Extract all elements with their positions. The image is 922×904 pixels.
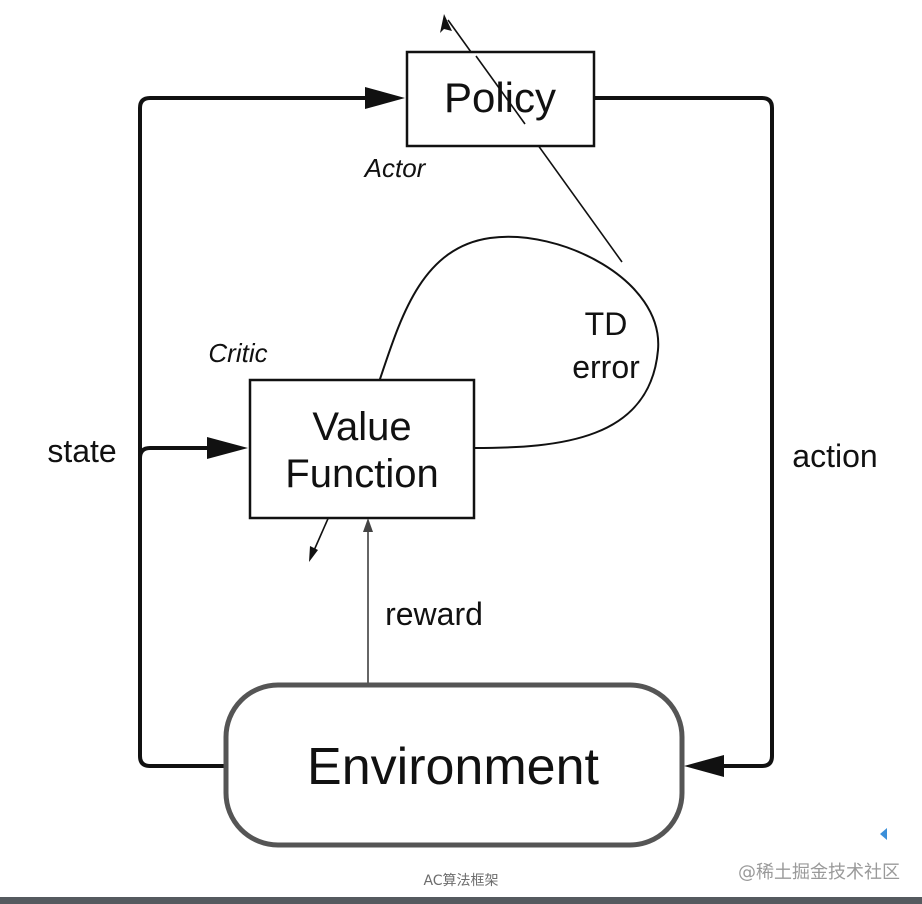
td-error-curve (377, 235, 660, 449)
value-function-label-line2: Function (285, 452, 438, 496)
critic-label: Critic (208, 338, 267, 368)
td-error-label-line1: TD (585, 306, 628, 342)
bottom-bar (0, 897, 922, 904)
td-error-label-line2: error (572, 349, 640, 385)
state-label: state (47, 433, 116, 469)
reward-arrowhead (363, 518, 373, 532)
policy-input-arrowhead (365, 87, 405, 109)
value-function-box (248, 378, 476, 520)
action-connector (594, 96, 774, 768)
state-label-bg (36, 430, 128, 470)
action-label-bg (784, 436, 888, 476)
policy-update-line-inner (475, 55, 526, 125)
environment-label: Environment (307, 738, 599, 796)
state-connector-top (138, 96, 365, 768)
figure-caption: AC算法框架 (423, 873, 499, 889)
critic-input-arrowhead (207, 437, 248, 459)
reward-label: reward (385, 596, 483, 632)
policy-box (405, 50, 596, 148)
actor-label: Actor (363, 153, 427, 183)
state-connector-critic (138, 446, 210, 459)
watermark: @稀土掘金技术社区 (738, 862, 900, 883)
environment-box (223, 682, 685, 848)
environment-input-arrowhead (684, 755, 724, 777)
collapse-arrow-icon[interactable] (880, 828, 887, 840)
policy-update-arrowhead (440, 14, 452, 33)
policy-label: Policy (444, 74, 556, 121)
action-label: action (792, 438, 877, 474)
value-function-label-line1: Value (312, 405, 411, 449)
value-update-arrowhead (309, 546, 318, 562)
